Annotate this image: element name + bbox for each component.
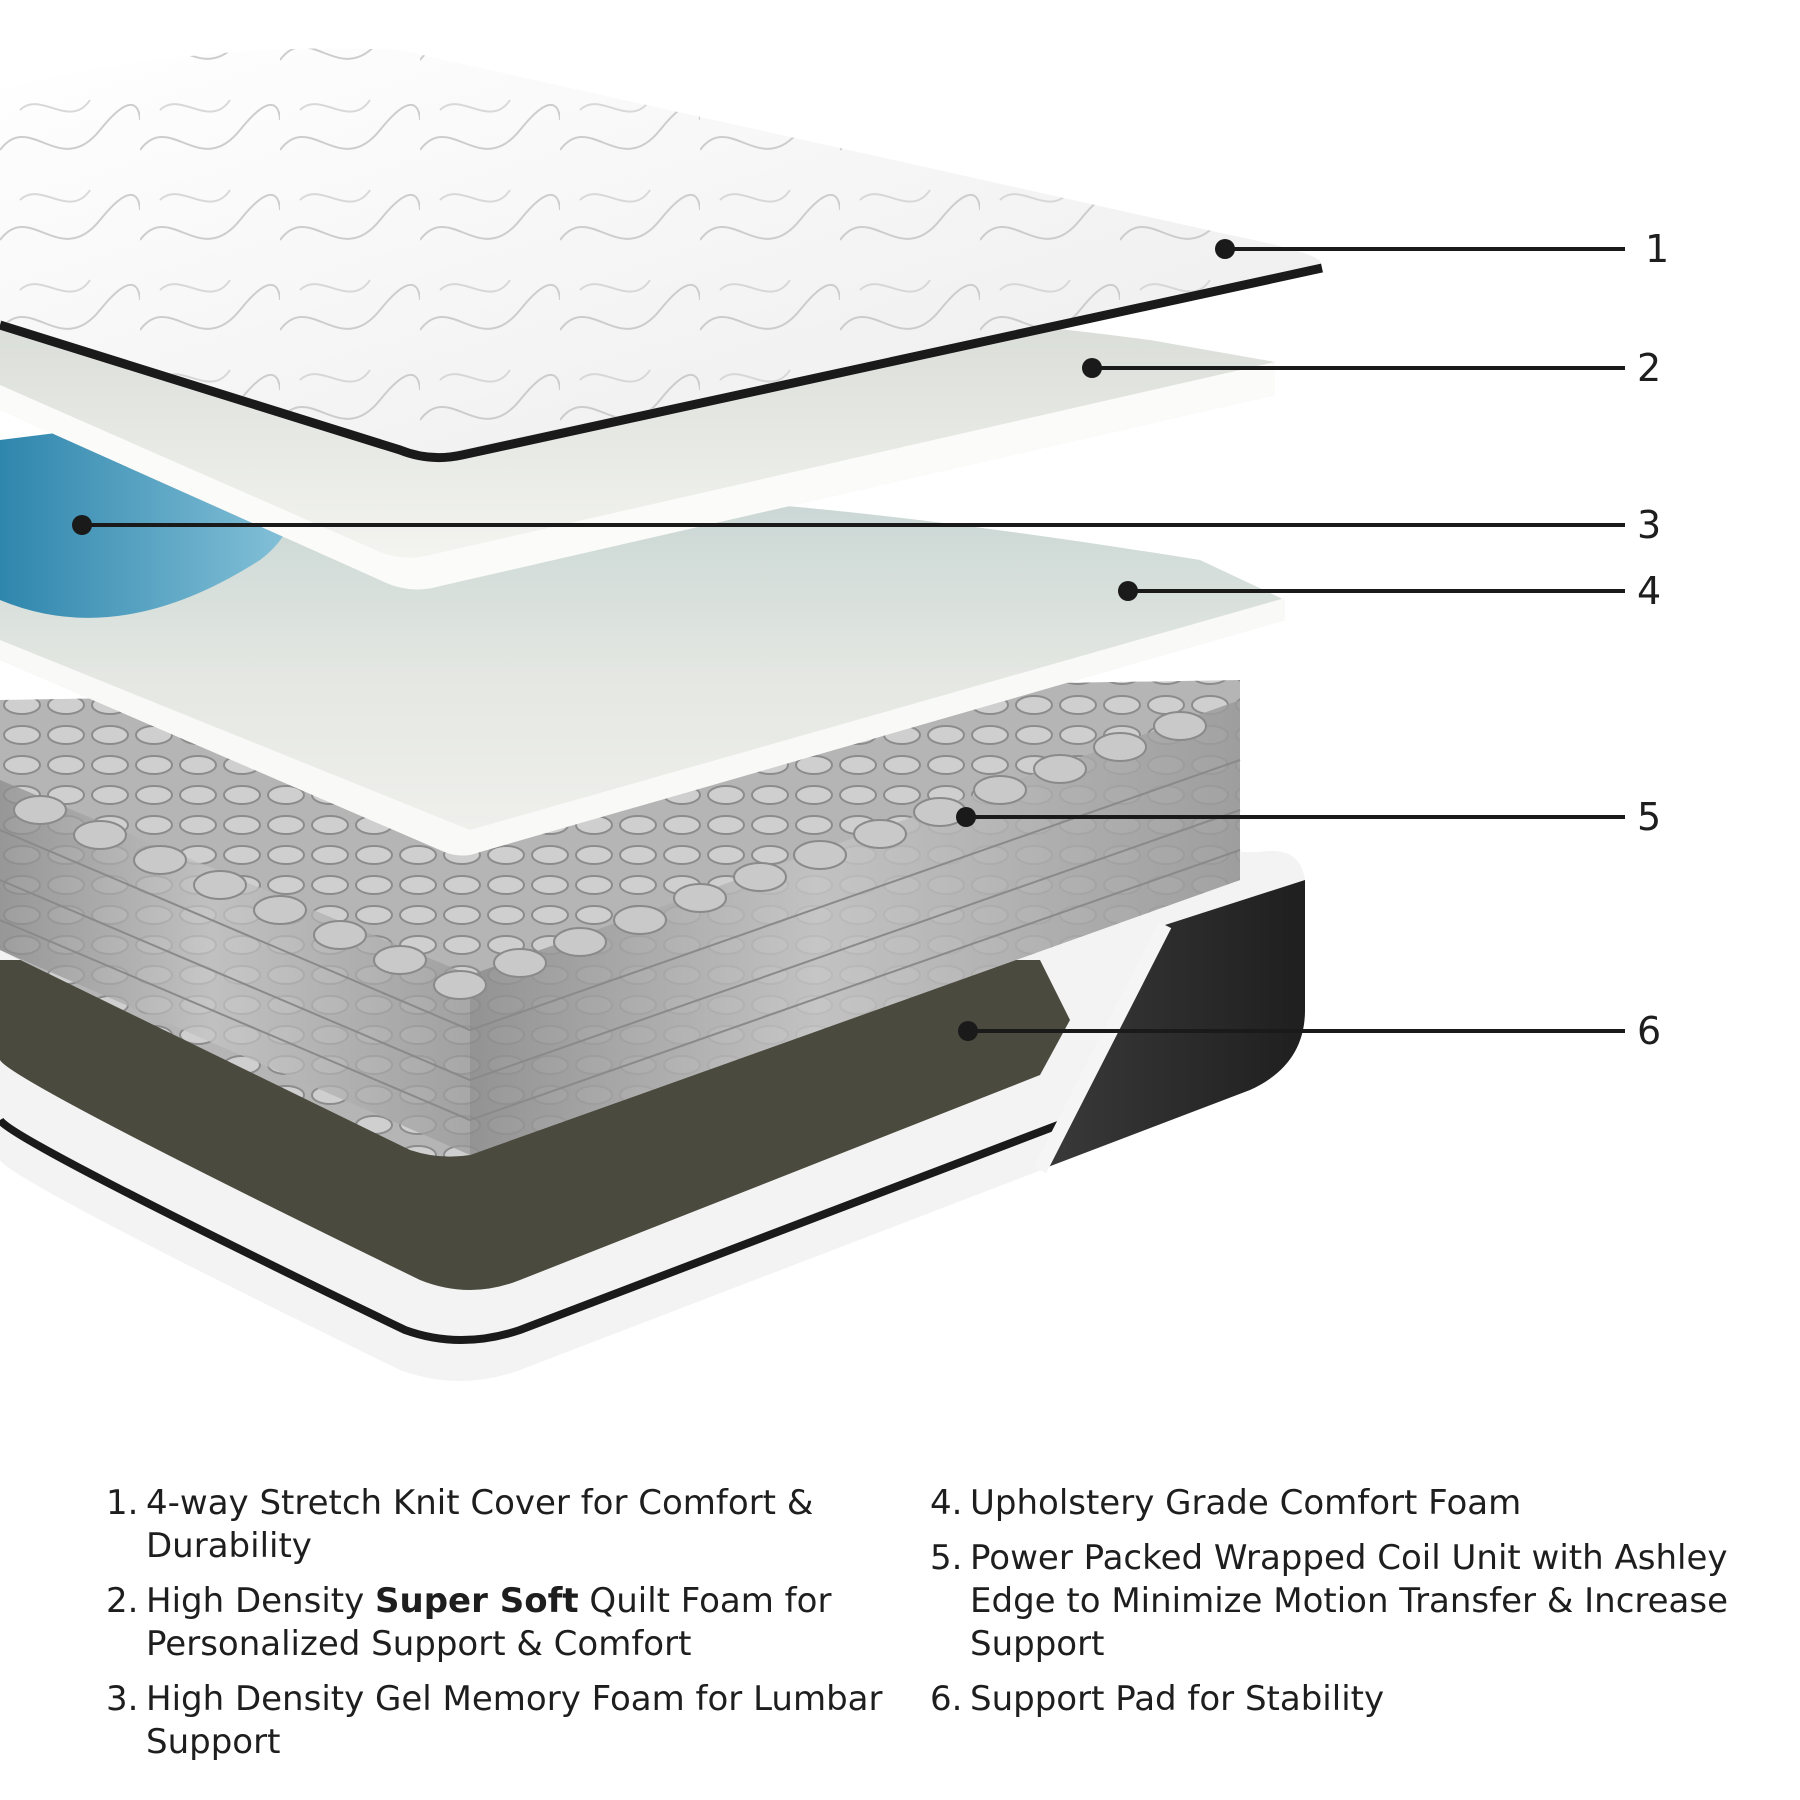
callout-number-1: 1 — [1645, 227, 1669, 271]
legend-text: Support Pad for Stability — [970, 1679, 1385, 1719]
callout-number-4: 4 — [1637, 569, 1661, 613]
legend-num: 4. — [930, 1483, 963, 1523]
legend-num: 5. — [930, 1538, 963, 1578]
legend-num: 3. — [106, 1679, 139, 1719]
knit-cover-layer — [0, 48, 1323, 463]
callout-5: 5 — [956, 795, 1661, 839]
legend-item-6: 6. Support Pad for Stability — [930, 1678, 1760, 1721]
legend-text-bold: Super Soft — [375, 1581, 579, 1621]
legend-text: Upholstery Grade Comfort Foam — [970, 1483, 1522, 1523]
callout-number-6: 6 — [1637, 1009, 1661, 1053]
legend-item-2: 2. High Density Super Soft Quilt Foam fo… — [106, 1580, 906, 1666]
callout-number-3: 3 — [1637, 503, 1661, 547]
callout-number-5: 5 — [1637, 795, 1661, 839]
legend-item-4: 4. Upholstery Grade Comfort Foam — [930, 1482, 1760, 1525]
legend-left-column: 1. 4-way Stretch Knit Cover for Comfort … — [106, 1482, 906, 1776]
callout-4: 4 — [1118, 569, 1661, 613]
legend-right-column: 4. Upholstery Grade Comfort Foam 5. Powe… — [930, 1482, 1760, 1733]
comfort-foam-layer — [0, 496, 1285, 856]
legend-text: 4-way Stretch Knit Cover for Comfort & D… — [146, 1483, 814, 1566]
callout-3: 3 — [72, 503, 1661, 547]
legend-text: High Density Super Soft Quilt Foam for P… — [146, 1580, 906, 1666]
coil-unit-layer — [0, 680, 1241, 1157]
callout-number-2: 2 — [1637, 346, 1661, 390]
callout-1: 1 — [1215, 227, 1669, 271]
legend-item-1: 1. 4-way Stretch Knit Cover for Comfort … — [106, 1482, 906, 1568]
legend-text: High Density Gel Memory Foam for Lumbar … — [146, 1679, 883, 1762]
legend-num: 6. — [930, 1679, 963, 1719]
legend-text-part: Quilt Foam for Personalized Support & Co… — [146, 1581, 832, 1664]
mattress-layers-diagram: 1 2 3 4 5 6 — [0, 48, 1669, 1381]
legend-item-3: 3. High Density Gel Memory Foam for Lumb… — [106, 1678, 906, 1764]
callout-6: 6 — [958, 1009, 1661, 1053]
legend-num: 2. — [106, 1581, 139, 1621]
legend-text-part: High Density — [146, 1581, 376, 1621]
legend-item-5: 5. Power Packed Wrapped Coil Unit with A… — [930, 1537, 1760, 1666]
legend-num: 1. — [106, 1483, 139, 1523]
legend-text: Power Packed Wrapped Coil Unit with Ashl… — [970, 1538, 1729, 1664]
callout-2: 2 — [1082, 346, 1661, 390]
